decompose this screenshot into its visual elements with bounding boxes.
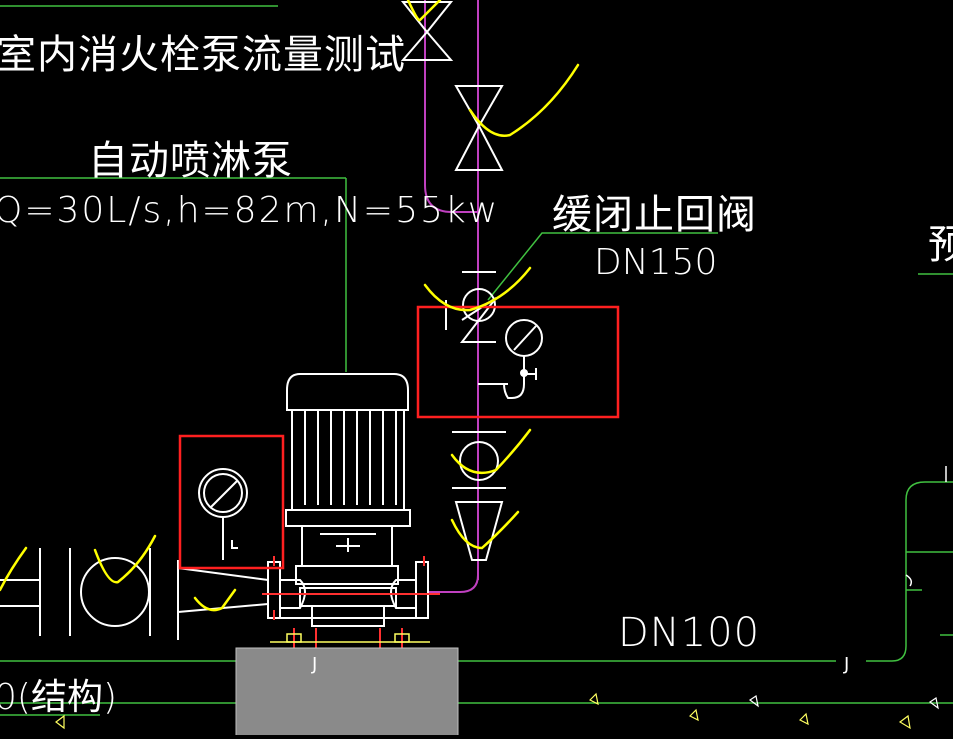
edge-char-label: 预 — [928, 222, 953, 268]
bolt-heads — [270, 633, 430, 643]
structure-label: 0(结构) — [0, 677, 117, 718]
j-mark-left: J — [312, 654, 318, 675]
j-mark-right: J — [844, 654, 850, 675]
pump-params-label: Q=30L/s,h=82m,N=55kw — [0, 190, 500, 231]
concrete-base — [235, 647, 459, 739]
yellow-markups — [0, 0, 580, 612]
green-leaders — [0, 5, 953, 716]
highlight-box-gauge — [178, 434, 285, 570]
valve-symbols — [400, 1, 506, 561]
pressure-gauge-right — [478, 319, 543, 399]
misc-white-marks — [905, 466, 947, 587]
check-valve-label: 缓闭止回阀 — [552, 192, 757, 238]
pump-assembly — [267, 373, 429, 627]
dn150-label: DN150 — [594, 242, 718, 283]
gauge-cock-dot — [520, 369, 528, 377]
pressure-gauge-left — [198, 468, 248, 560]
test-title-label: 室内消火栓泵流量测试 — [0, 32, 406, 78]
highlight-box-check-valve — [416, 305, 620, 419]
pump-name-label: 自动喷淋泵 — [88, 138, 293, 184]
left-valves — [0, 548, 269, 640]
bottom-marks — [55, 692, 939, 730]
dn100-label: DN100 — [618, 610, 761, 656]
